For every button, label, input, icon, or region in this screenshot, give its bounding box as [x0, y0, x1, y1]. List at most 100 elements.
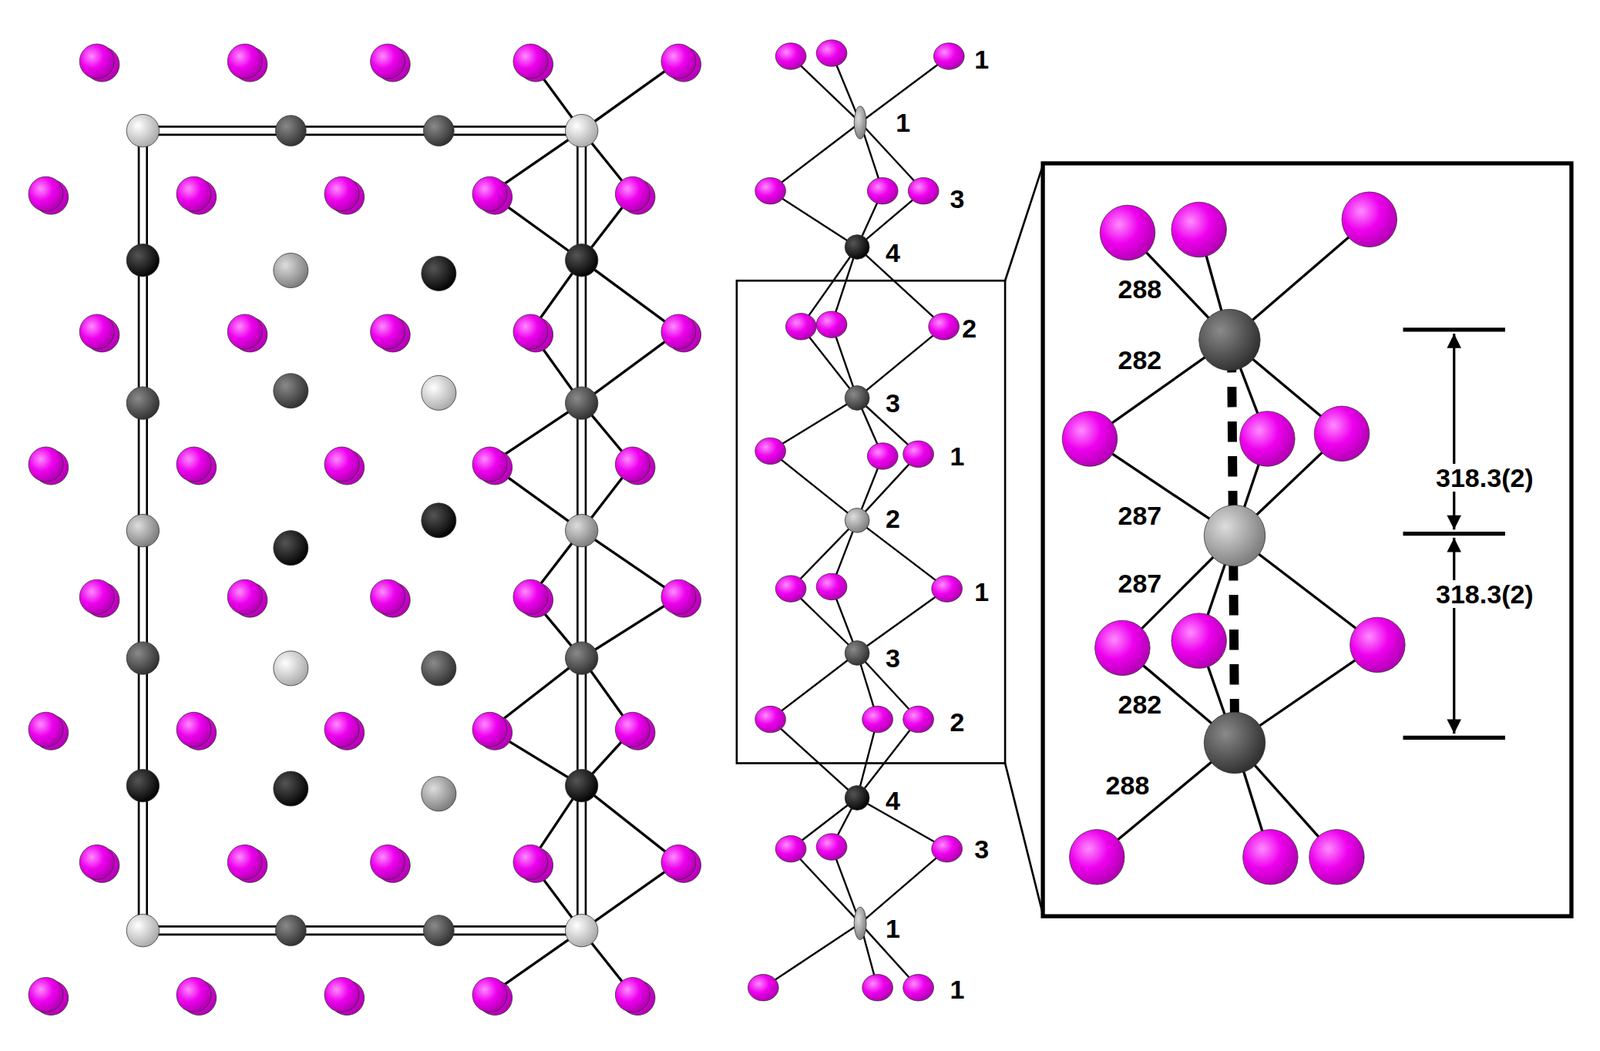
atom-sphere: [324, 447, 360, 482]
atom-sphere: [273, 252, 309, 288]
atom-sphere: [903, 974, 935, 1002]
atom-sphere: [126, 386, 159, 420]
bond-line: [581, 862, 679, 932]
cell-edge: [142, 925, 582, 928]
atom-sphere: [755, 178, 787, 205]
bond-line: [857, 798, 948, 850]
zoom-line: [1005, 165, 1043, 282]
atom-sphere: [421, 375, 457, 411]
atom-sphere: [615, 978, 650, 1013]
atom-sphere: [853, 106, 867, 139]
atom-sphere: [1314, 406, 1369, 461]
atom-sphere: [28, 978, 64, 1013]
atom-sphere: [564, 514, 598, 547]
bond-length: 288: [1115, 275, 1165, 303]
bond-line: [581, 260, 679, 333]
atom-sphere: [747, 974, 779, 1002]
bond-line: [857, 719, 918, 799]
atom-sphere: [370, 43, 406, 79]
atom-sphere: [615, 176, 650, 212]
atom-sphere: [273, 373, 309, 409]
atom-sphere: [227, 314, 263, 350]
atom-sphere: [853, 907, 867, 940]
zoom-frame: [736, 280, 1006, 764]
atom-sphere: [79, 43, 115, 79]
bond-line: [581, 61, 679, 132]
site-number: 4: [883, 238, 903, 267]
atom-sphere: [513, 844, 548, 880]
atom-sphere: [661, 844, 696, 880]
atom-sphere: [1069, 830, 1125, 885]
atom-sphere: [816, 311, 848, 338]
bond-length: 287: [1115, 501, 1165, 530]
atom-sphere: [513, 43, 548, 79]
site-number: 3: [883, 389, 903, 417]
atom-sphere: [1099, 205, 1155, 260]
atom-sphere: [564, 914, 598, 947]
bond-line: [860, 849, 948, 925]
atom-sphere: [79, 314, 115, 350]
atom-sphere: [370, 844, 406, 880]
atom-sphere: [862, 705, 894, 733]
bond-length: 282: [1115, 690, 1165, 719]
distance-label: 318.3(2): [1433, 580, 1537, 609]
atom-sphere: [176, 176, 212, 212]
site-number: 2: [883, 504, 903, 533]
atom-sphere: [1203, 712, 1265, 774]
atom-sphere: [176, 712, 212, 747]
site-number: 4: [883, 786, 903, 815]
site-number: 3: [883, 644, 903, 673]
atom-sphere: [816, 833, 848, 861]
atom-sphere: [370, 314, 406, 350]
atom-sphere: [564, 386, 598, 420]
atom-sphere: [472, 176, 508, 212]
atom-sphere: [1240, 411, 1295, 467]
dimension-line: [1452, 537, 1456, 734]
atom-sphere: [867, 178, 898, 205]
dimension-tick: [1402, 327, 1505, 332]
bond-length: 287: [1115, 569, 1165, 598]
atom-sphere: [775, 575, 807, 602]
site-number: 1: [947, 442, 967, 471]
site-number: 1: [947, 975, 967, 1004]
cell-edge: [142, 125, 582, 128]
atom-sphere: [775, 43, 807, 70]
atom-sphere: [867, 443, 898, 470]
atom-sphere: [907, 178, 939, 205]
atom-sphere: [1062, 411, 1117, 467]
atom-sphere: [661, 314, 696, 350]
atom-sphere: [928, 313, 960, 340]
atom-sphere: [421, 776, 457, 812]
atom-sphere: [227, 844, 263, 880]
site-number: 1: [971, 578, 992, 606]
bond-line: [581, 786, 679, 863]
atom-sphere: [421, 651, 457, 686]
atom-sphere: [755, 705, 787, 733]
atom-sphere: [785, 313, 817, 340]
atom-sphere: [423, 115, 454, 147]
bond-line: [770, 450, 858, 521]
atom-sphere: [615, 712, 650, 747]
atom-sphere: [324, 978, 360, 1013]
atom-sphere: [126, 642, 159, 675]
atom-sphere: [275, 115, 306, 147]
bond-line: [770, 122, 861, 192]
atom-sphere: [933, 43, 965, 70]
site-number: 2: [959, 314, 979, 343]
atom-sphere: [1243, 830, 1298, 885]
atom-sphere: [421, 255, 457, 291]
atom-sphere: [126, 914, 159, 947]
atom-sphere: [661, 43, 696, 79]
atom-sphere: [176, 978, 212, 1013]
atom-sphere: [273, 771, 309, 807]
bond-line: [790, 849, 861, 925]
zoom-line: [1005, 763, 1043, 915]
dimension-arrowhead: [1446, 537, 1462, 553]
site-number: 1: [971, 45, 992, 74]
atom-sphere: [564, 114, 598, 147]
cell-edge: [142, 934, 582, 937]
atom-sphere: [1199, 309, 1261, 370]
atom-sphere: [79, 579, 115, 615]
atom-sphere: [564, 642, 598, 675]
site-number: 1: [883, 914, 903, 943]
